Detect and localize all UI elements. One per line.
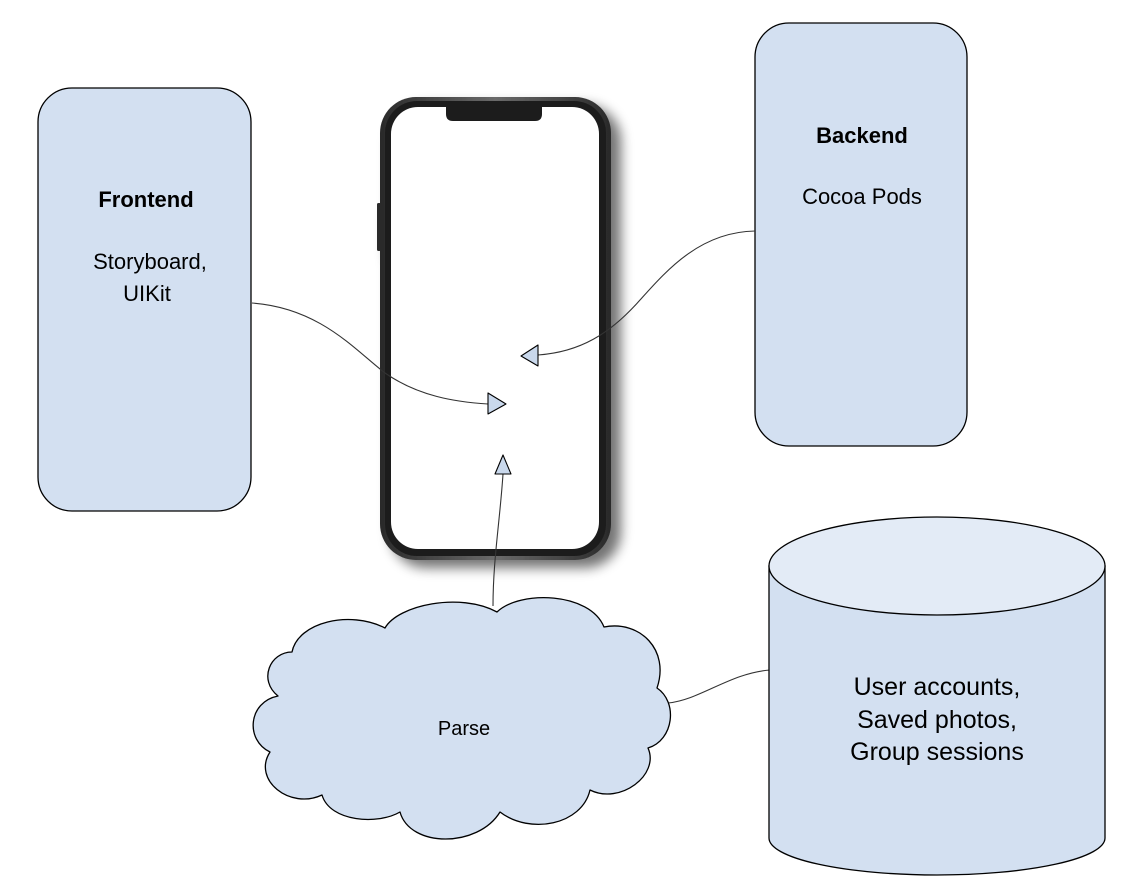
frontend-box: Frontend Storyboard, UIKit (37, 87, 252, 512)
cloud-shape-icon: Parse (252, 597, 672, 840)
arrowhead-left-icon (520, 344, 539, 367)
backend-box: Backend Cocoa Pods (754, 22, 968, 447)
backend-to-app-connector (520, 230, 756, 367)
parse-to-app-connector (492, 454, 512, 607)
parse-to-database-connector (667, 669, 771, 704)
backend-line-1: Cocoa Pods (802, 184, 922, 209)
arrowhead-right-icon (487, 392, 507, 415)
frontend-line-2: UIKit (123, 281, 171, 306)
database-line-3: Group sessions (850, 738, 1024, 766)
database-cylinder-icon: User accounts, Saved photos, Group sessi… (768, 516, 1106, 876)
database-line-2: Saved photos, (857, 706, 1017, 734)
frontend-line-1: Storyboard, (93, 249, 207, 274)
database-line-1: User accounts, (854, 673, 1021, 701)
frontend-to-app-connector (251, 302, 507, 415)
arrowhead-up-icon (494, 454, 512, 475)
parse-label: Parse (438, 718, 490, 740)
smartphone-icon (377, 97, 611, 560)
frontend-title: Frontend (98, 187, 193, 212)
backend-title: Backend (816, 123, 908, 148)
